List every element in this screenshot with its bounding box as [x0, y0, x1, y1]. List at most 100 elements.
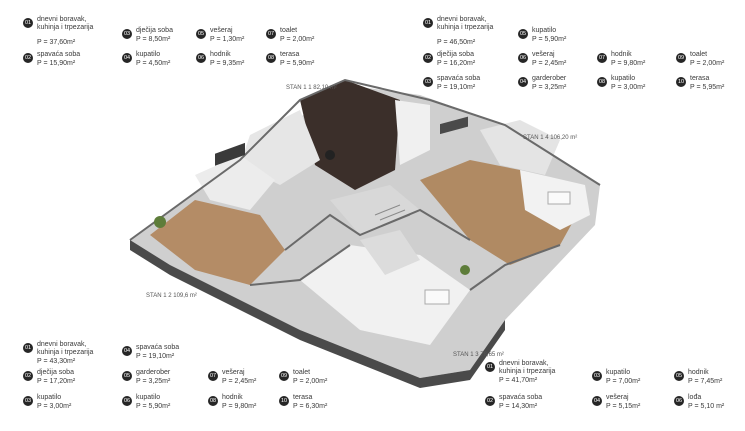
room-number-badge: 01: [23, 18, 33, 28]
room-number-badge: 03: [423, 77, 433, 87]
room-area: P = 5,90m²: [532, 36, 567, 43]
room-name: dječija soba: [437, 51, 474, 58]
room-name: lođa: [688, 394, 702, 401]
slab-edge: [130, 240, 505, 388]
room-name: spavaća soba: [136, 344, 180, 351]
room-area: P = 5,10 m²: [688, 403, 725, 410]
room-number-badge: 01: [485, 362, 495, 372]
room-number-badge: 02: [23, 371, 33, 381]
unit-label-stan14: STAN 1 4 106,20 m²: [523, 135, 578, 141]
room-area: P = 7,00m²: [606, 378, 641, 385]
room-area: P = 2,45m²: [532, 60, 567, 67]
room-name: spavaća soba: [499, 394, 543, 401]
room-name: hodnik: [688, 369, 709, 376]
room-name: terasa: [293, 394, 313, 401]
room-name: terasa: [280, 51, 300, 58]
room-number-badge: 05: [196, 29, 206, 39]
room-area: P = 14,30m²: [499, 403, 538, 410]
walls: [129, 78, 601, 291]
room-name: dnevni boravak, kuhinja i trpezarija: [437, 16, 494, 31]
unit-label-stan11: STAN 1 1 82,10 m²: [286, 85, 337, 91]
room-name: hodnik: [222, 394, 243, 401]
room-number-badge: 10: [279, 396, 289, 406]
room-area: P = 1,30m²: [210, 36, 245, 43]
room-number-badge: 07: [208, 371, 218, 381]
room-area: P = 37,60m²: [37, 39, 76, 46]
room-number-badge: 04: [122, 53, 132, 63]
room-number-badge: 02: [423, 53, 433, 63]
room-name: kupatilo: [136, 51, 161, 58]
room-area: P = 5,15m²: [606, 403, 641, 410]
room-area: P = 2,00m²: [280, 36, 315, 43]
room-area: P = 5,90m²: [280, 60, 315, 67]
room-name: toalet: [280, 27, 298, 34]
room-number-badge: 10: [676, 77, 686, 87]
room-name: hodnik: [611, 51, 632, 58]
room-name: dnevni boravak, kuhinja i trpezarija: [499, 360, 556, 375]
sofa: [440, 116, 468, 135]
room-area: P = 6,30m²: [293, 403, 328, 410]
room-area: P = 8,50m²: [136, 36, 171, 43]
room-name: garderober: [136, 369, 171, 376]
room-number-badge: 06: [196, 53, 206, 63]
stan12-living-floor: [150, 200, 285, 285]
room-area: P = 15,90m²: [37, 60, 76, 67]
room-number-badge: 05: [122, 371, 132, 381]
room-name: vešeraj: [532, 51, 555, 58]
room-area: P = 19,10m²: [136, 353, 175, 360]
stan12-bedroom: [195, 155, 275, 210]
room-area: P = 3,25m²: [136, 378, 171, 385]
room-area: P = 3,00m²: [37, 403, 72, 410]
room-name: toalet: [690, 51, 708, 58]
room-number-badge: 08: [266, 53, 276, 63]
plant-icon: [460, 265, 470, 275]
room-number-badge: 05: [518, 29, 528, 39]
room-number-badge: 08: [208, 396, 218, 406]
room-area: P = 5,95m²: [690, 84, 725, 91]
room-area: P = 9,35m²: [210, 60, 245, 67]
room-number-badge: 02: [23, 53, 33, 63]
room-number-badge: 09: [279, 371, 289, 381]
room-number-badge: 06: [674, 396, 684, 406]
room-area: P = 41,70m²: [499, 377, 538, 384]
room-area: P = 19,10m²: [437, 84, 476, 91]
plant-icon: [154, 216, 166, 228]
room-name: kupatilo: [37, 394, 62, 401]
bed: [547, 191, 571, 205]
room-area: P = 2,00m²: [293, 378, 328, 385]
furniture: [154, 116, 571, 305]
room-number-badge: 03: [592, 371, 602, 381]
room-number-badge: 06: [518, 53, 528, 63]
stan13-bath: [360, 230, 420, 275]
room-name: dnevni boravak, kuhinja i trpezarija: [37, 341, 94, 356]
room-name: dnevni boravak, kuhinja i trpezarija: [37, 16, 94, 31]
unit-label-stan12: STAN 1 2 109,6 m²: [146, 293, 197, 299]
room-area: P = 5,90m²: [136, 403, 171, 410]
room-area: P = 2,45m²: [222, 378, 257, 385]
room-area: P = 17,20m²: [37, 378, 76, 385]
stan11-living-floor: [300, 80, 400, 190]
bed: [424, 289, 450, 305]
room-name: terasa: [690, 75, 710, 82]
room-name: kupatilo: [611, 75, 636, 82]
room-name: vešeraj: [606, 394, 629, 401]
room-name: vešeraj: [210, 27, 233, 34]
room-name: kupatilo: [532, 27, 557, 34]
room-number-badge: 01: [423, 18, 433, 28]
room-number-badge: 01: [23, 343, 33, 353]
sofa: [215, 142, 245, 166]
stan13-floor: [300, 245, 470, 345]
room-number-badge: 07: [266, 29, 276, 39]
room-area: P = 43,30m²: [37, 358, 76, 365]
stan11-room: [240, 110, 320, 185]
room-area: P = 9,80m²: [222, 403, 257, 410]
room-number-badge: 03: [122, 29, 132, 39]
room-number-badge: 09: [676, 53, 686, 63]
room-number-badge: 06: [122, 396, 132, 406]
room-name: dječija soba: [37, 369, 74, 376]
room-area: P = 3,00m²: [611, 84, 646, 91]
room-area: P = 46,50m²: [437, 39, 476, 46]
room-name: vešeraj: [222, 369, 245, 376]
room-number-badge: 02: [485, 396, 495, 406]
unit-label-stan13: STAN 1 3 78,65 m²: [453, 352, 504, 358]
